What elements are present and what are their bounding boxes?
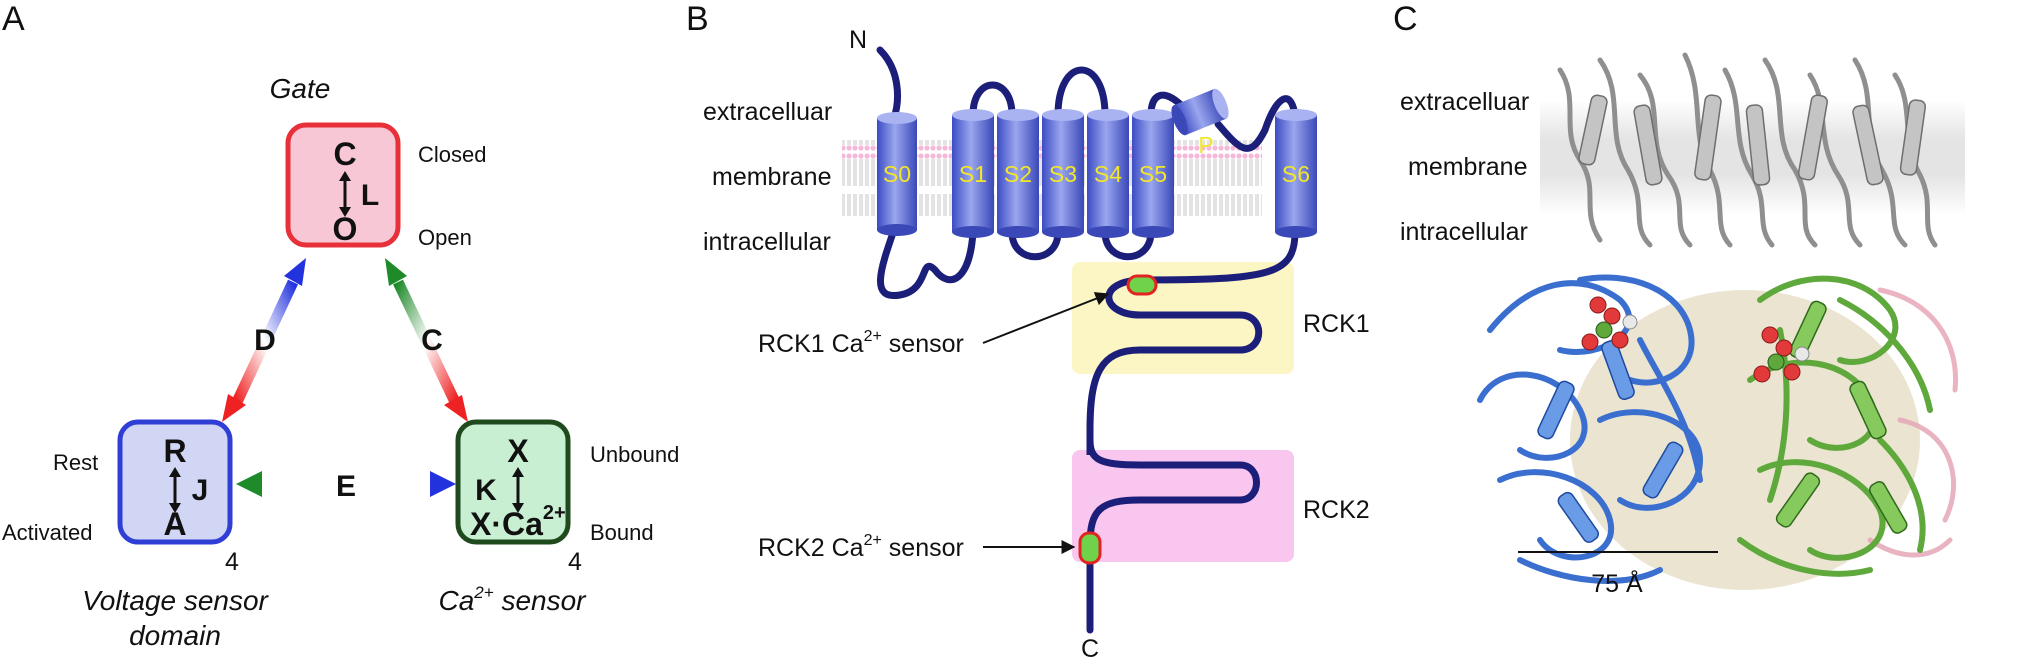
calcium-sensor-box (455, 419, 571, 545)
c-terminus-label: C (1081, 635, 1099, 663)
pore-helix (1171, 88, 1229, 136)
gate-open-label: Open (418, 225, 472, 250)
blue-subunit-helices (1537, 340, 1684, 543)
rck2-sensor-label: RCK2 Ca2+ sensor (758, 532, 964, 562)
voltage-rest-label: Rest (53, 450, 98, 475)
rck2-sensor-marker (1078, 531, 1102, 565)
blue-subunit (1477, 274, 1704, 584)
b-intracellular-label: intracellular (703, 228, 831, 256)
transmembrane-domain-structure (1557, 52, 1938, 248)
c-extracellular-label: extracelluar (1400, 88, 1529, 116)
calcium-count: 4 (568, 548, 582, 576)
pink-subunit (1867, 287, 1959, 558)
helix-label-s4: S4 (1094, 161, 1122, 187)
calcium-unbound-label: Unbound (590, 442, 679, 467)
voltage-title-line2: domain (129, 620, 221, 651)
scale-bar-label: 75 Å (1591, 568, 1643, 598)
gate-box (285, 122, 401, 248)
calcium-constant-k: K (475, 474, 497, 507)
helix-label-s1: S1 (959, 161, 987, 187)
helix-s4 (1087, 109, 1129, 238)
helix-label-s0: S0 (883, 161, 911, 187)
transmembrane-helix-ribbons (1578, 94, 1927, 186)
voltage-constant-j: J (192, 474, 209, 507)
calcium-bound-state: X·Ca2+ (470, 502, 566, 542)
helix-label-s6: S6 (1282, 161, 1310, 187)
edge-label-d: D (254, 324, 276, 357)
helix-s5 (1132, 109, 1174, 238)
rck1-label: RCK1 (1303, 310, 1370, 338)
panel-c: C (1393, 0, 1965, 598)
gate-closed-state: C (333, 136, 356, 172)
voltage-count: 4 (225, 548, 239, 576)
green-subunit-helices (1775, 300, 1908, 534)
rck1-sensor-label: RCK1 Ca2+ sensor (758, 328, 964, 358)
helix-label-s3: S3 (1049, 161, 1077, 187)
panel-a: A Gate C O L Closed Open R A J Rest Acti… (2, 0, 679, 651)
arrow-e (236, 466, 456, 502)
rck2-box (1072, 450, 1294, 562)
voltage-title-line1: Voltage sensor (82, 585, 269, 616)
calcium-bowl-spheres-left (1581, 296, 1638, 351)
panel-label-b: B (686, 0, 709, 38)
gate-equilibrium-arrow (339, 171, 351, 217)
rck1-sensor-marker (1126, 274, 1158, 296)
helix-s2 (997, 109, 1039, 238)
helix-s6 (1275, 109, 1317, 238)
arrow-d (222, 258, 306, 422)
panel-label-a: A (2, 0, 25, 38)
panel-label-c: C (1393, 0, 1418, 38)
pore-label: P (1198, 132, 1213, 158)
calcium-equilibrium-arrow (512, 467, 524, 513)
helix-label-s2: S2 (1004, 161, 1032, 187)
c-membrane-label: membrane (1408, 153, 1528, 181)
b-extracellular-label: extracelluar (703, 98, 832, 126)
gate-title: Gate (270, 73, 331, 104)
n-terminus-label: N (849, 26, 867, 54)
calcium-title: Ca2+ sensor (438, 583, 587, 616)
helix-s1 (952, 109, 994, 238)
voltage-activated-label: Activated (2, 520, 93, 545)
voltage-rest-state: R (163, 433, 186, 469)
calcium-bound-label: Bound (590, 520, 654, 545)
voltage-activated-state: A (163, 506, 186, 542)
edge-label-c: C (421, 324, 443, 357)
panel-b: B (686, 0, 1370, 663)
polypeptide-chain (876, 46, 1299, 634)
edge-label-e: E (336, 470, 356, 503)
gate-constant-l: L (361, 179, 379, 212)
helix-s0 (877, 112, 917, 236)
helix-label-s5: S5 (1139, 161, 1167, 187)
voltage-equilibrium-arrow (169, 467, 181, 513)
gating-ring-structure (1477, 274, 1959, 590)
arrow-c (385, 258, 468, 422)
calcium-bowl-spheres-right (1753, 326, 1810, 383)
rck1-sensor-pointer (982, 292, 1110, 344)
calcium-unbound-state: X (507, 433, 529, 469)
gate-closed-label: Closed (418, 142, 486, 167)
c-intracellular-label: intracellular (1400, 218, 1528, 246)
b-membrane-label: membrane (712, 163, 832, 191)
helix-s3 (1042, 109, 1084, 238)
rck2-label: RCK2 (1303, 496, 1370, 524)
